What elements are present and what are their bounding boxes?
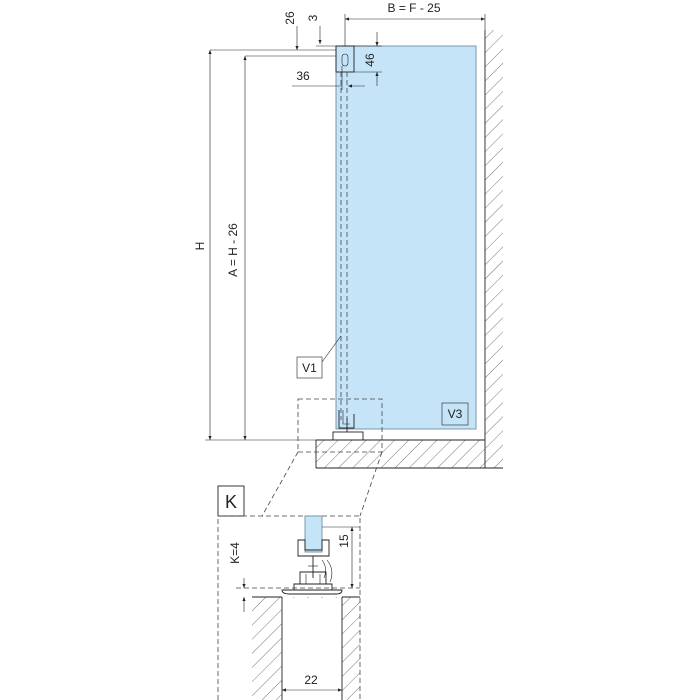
- callout-v1-label: V1: [302, 361, 317, 375]
- dim-26: 26: [283, 11, 299, 50]
- callout-v3: V3: [441, 402, 469, 426]
- dim-22: 22: [282, 673, 342, 692]
- detail-k-label: K: [225, 492, 237, 512]
- dim-h-label: H: [193, 242, 207, 251]
- dim-a-label: A = H - 26: [226, 223, 240, 277]
- dim-k: K=4: [228, 542, 246, 612]
- glass-panel: [335, 45, 477, 430]
- dim-46-label: 46: [363, 53, 377, 67]
- detail-connector-right: [359, 451, 383, 517]
- dim-3-label: 3: [306, 14, 320, 21]
- floor: [315, 439, 503, 469]
- wall: [484, 30, 503, 468]
- bottom-guide-small: [332, 410, 364, 441]
- dim-36: 36: [292, 66, 365, 90]
- dim-36-label: 36: [296, 69, 310, 83]
- callout-v3-label: V3: [448, 407, 463, 421]
- hidden-profile: [340, 72, 348, 420]
- detail-k-view: K: [217, 485, 361, 700]
- dim-3: 3: [306, 14, 322, 44]
- detail-k-marker: [297, 398, 383, 453]
- dim-k-label: K=4: [228, 542, 242, 564]
- dim-15-label: 15: [337, 534, 351, 548]
- dim-22-label: 22: [304, 673, 318, 687]
- dim-46: 46: [354, 32, 382, 86]
- dim-a: A = H - 26: [226, 56, 247, 440]
- dim-b-label: B = F - 25: [387, 1, 440, 15]
- callout-v1: V1: [296, 335, 342, 379]
- dim-b: B = F - 25: [344, 1, 486, 46]
- dim-h: H: [193, 50, 336, 441]
- dim-26-label: 26: [283, 11, 297, 25]
- detail-connector-left: [261, 451, 299, 517]
- dim-15: 15: [322, 526, 360, 588]
